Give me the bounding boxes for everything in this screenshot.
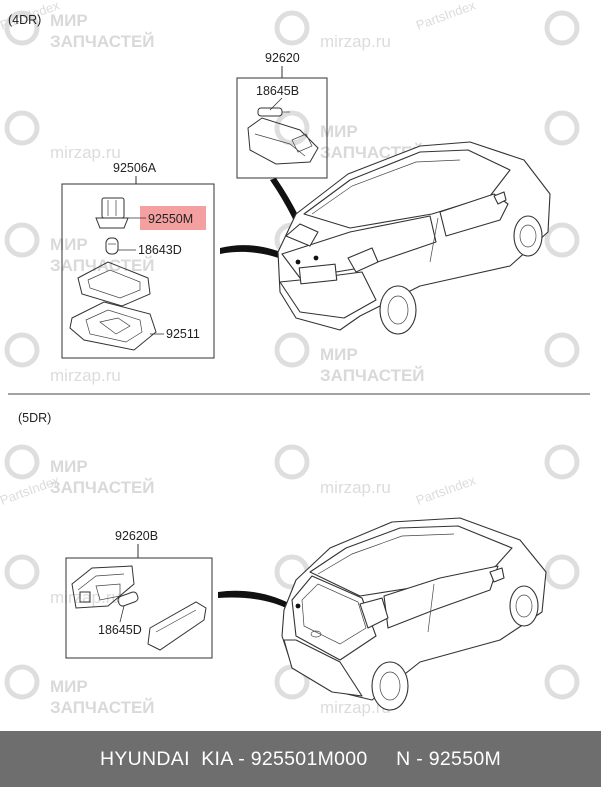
part-label-92511: 92511 (166, 327, 200, 341)
watermark-mirzap: mirzap.ru (50, 366, 121, 385)
lamp-housing-92620 (247, 107, 319, 165)
watermark-mir: МИР (50, 677, 88, 696)
watermark-partsindex: PartsIndex (414, 0, 478, 33)
part-label-18645B: 18645B (256, 84, 299, 98)
assembly-box-92620 (236, 77, 328, 179)
watermark-partsindex: PartsIndex (414, 472, 478, 508)
sedan-car-drawing (277, 141, 551, 335)
watermark-mir: МИР (50, 457, 88, 476)
watermark-mirzap: mirzap.ru (50, 588, 121, 607)
watermark-mirzap: mirzap.ru (320, 478, 391, 497)
lens-cover-5dr (147, 601, 207, 651)
watermark-mir: МИР (320, 345, 358, 364)
highlight-92550M (140, 206, 206, 230)
watermark-mir: МИР (320, 122, 358, 141)
watermark-zapchastei: ЗАПЧАСТЕЙ (320, 366, 425, 385)
part-label-92506A: 92506A (113, 161, 157, 175)
watermark-mirzap: mirzap.ru (320, 698, 391, 717)
part-label-18643D: 18643D (138, 243, 182, 257)
footer-banner: HYUNDAI KIA - 925501M000 N - 92550M (0, 731, 601, 787)
footer-part-number: HYUNDAI KIA - 925501M000 N - 92550M (99, 747, 502, 770)
assembly-box-92506A (61, 183, 215, 359)
watermark-mirzap: mirzap.ru (50, 143, 121, 162)
lens-92511 (69, 301, 157, 351)
lamp-housing-92620B (71, 565, 135, 609)
watermark-mir: МИР (50, 11, 88, 30)
watermark-mirzap: mirzap.ru (320, 32, 391, 51)
part-label-92620: 92620 (265, 51, 300, 65)
watermark-zapchastei: ЗАПЧАСТЕЙ (50, 32, 155, 51)
assembly-box-92620B (65, 557, 213, 659)
watermark-zapchastei: ЗАПЧАСТЕЙ (50, 478, 155, 497)
pointer-arrow-assembly (220, 245, 300, 266)
socket-92550M (95, 197, 129, 229)
bulb-18645D (117, 591, 139, 607)
leader-line (119, 605, 125, 623)
part-label-92620B: 92620B (115, 529, 158, 543)
part-label-92550M: 92550M (148, 212, 193, 226)
part-label-18645D: 18645D (98, 623, 142, 637)
bulb-18643D (105, 237, 119, 255)
watermark-zapchastei: ЗАПЧАСТЕЙ (50, 698, 155, 717)
leader-line (269, 97, 283, 111)
section-label-4dr: (4DR) (8, 13, 41, 27)
pointer-arrow-92620B (218, 590, 294, 610)
section-label-5dr: (5DR) (18, 411, 51, 425)
gasket (77, 261, 151, 307)
hatchback-car-drawing (281, 517, 547, 711)
watermark-mir: МИР (50, 235, 88, 254)
